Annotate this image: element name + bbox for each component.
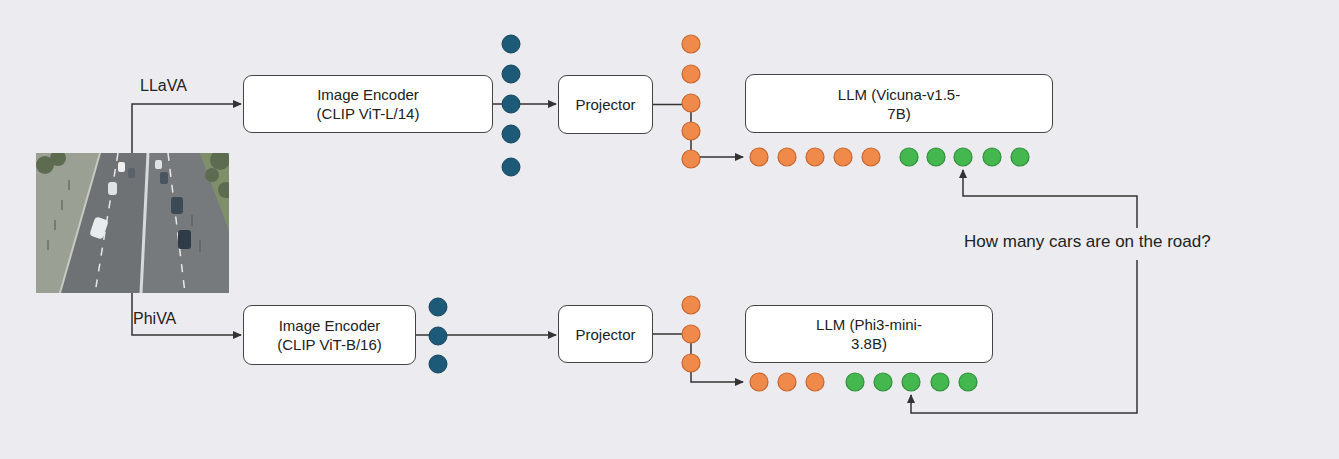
box-label: Image Encoder (CLIP ViT-B/16) (264, 316, 396, 354)
flow-arrow (653, 334, 743, 382)
road-photo (36, 153, 229, 293)
process-box: LLM (Vicuna-v1.5-7B) (745, 74, 1053, 133)
flow-arrow (653, 105, 743, 158)
prompt-text: How many cars are on the road? (964, 232, 1211, 252)
box-label: LLM (Phi3-mini-3.8B) (803, 315, 935, 353)
box-label: LLM (Vicuna-v1.5-7B) (833, 85, 965, 123)
box-label: Projector (561, 325, 651, 344)
process-box: Image Encoder (CLIP ViT-L/14) (243, 75, 493, 133)
box-label: Projector (561, 95, 651, 114)
process-box: Projector (558, 305, 653, 363)
input-wire (132, 104, 241, 153)
process-box: Projector (558, 75, 653, 134)
model-name: PhiVA (133, 310, 176, 328)
prompt-wire (963, 170, 1137, 228)
input-wire (132, 293, 241, 335)
process-box: LLM (Phi3-mini-3.8B) (745, 305, 993, 363)
box-label: Image Encoder (CLIP ViT-L/14) (302, 85, 434, 123)
process-box: Image Encoder (CLIP ViT-B/16) (243, 305, 416, 365)
model-name: LLaVA (140, 77, 187, 95)
